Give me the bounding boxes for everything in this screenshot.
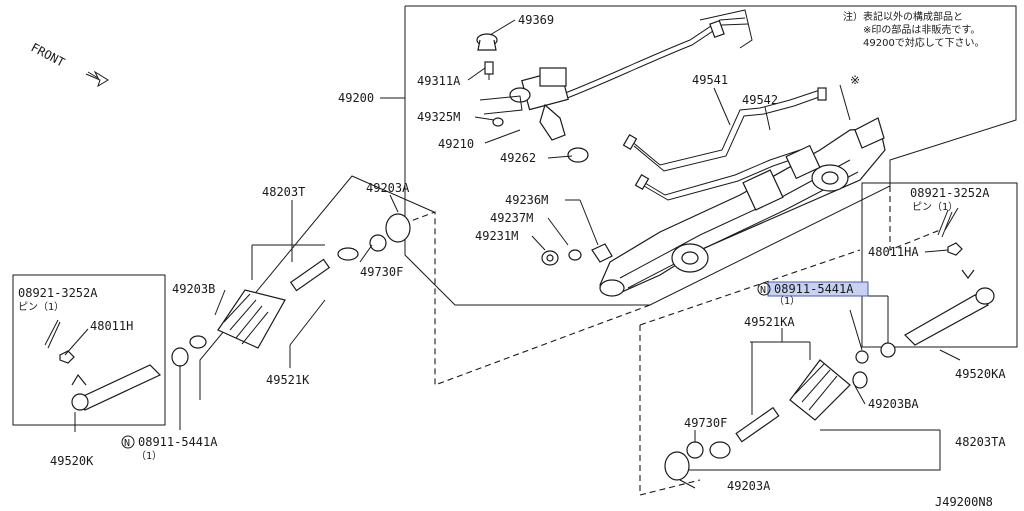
- right-tie-rod-end: [855, 209, 995, 364]
- label-49236M[interactable]: 49236M: [505, 193, 548, 207]
- svg-text:N: N: [124, 438, 130, 449]
- front-arrow-icon: [85, 70, 109, 88]
- left-tie-rod-end-box: [12, 274, 166, 426]
- label-48011H[interactable]: 48011H: [90, 319, 133, 333]
- label-48203T[interactable]: 48203T: [262, 185, 305, 199]
- label-49203B[interactable]: 49203B: [172, 282, 215, 296]
- label-49311A[interactable]: 49311A: [417, 74, 461, 88]
- rack-housing: [599, 117, 886, 297]
- label-49520KA[interactable]: 49520KA: [955, 367, 1006, 381]
- label-49231M[interactable]: 49231M: [475, 229, 518, 243]
- label-49369[interactable]: 49369: [518, 13, 554, 27]
- label-49203BA[interactable]: 49203BA: [868, 397, 919, 411]
- label-49210[interactable]: 49210: [438, 137, 474, 151]
- right-tie-rod-group: [664, 359, 941, 481]
- label-49521K[interactable]: 49521K: [266, 373, 310, 387]
- label-49521KA[interactable]: 49521KA: [744, 315, 795, 329]
- right-tie-rod-end-box: [861, 182, 1018, 348]
- left-tie-rod-group: [44, 175, 435, 411]
- diagram-code: J49200N8: [935, 495, 993, 509]
- label-49541[interactable]: 49541: [692, 73, 728, 87]
- label-49325M[interactable]: 49325M: [417, 110, 460, 124]
- n-symbol-icon-right: N: [757, 282, 771, 296]
- n-symbol-icon-left: N: [121, 435, 135, 449]
- label-48011HA[interactable]: 48011HA: [868, 245, 919, 259]
- svg-text:N: N: [760, 285, 766, 296]
- label-49730F-right[interactable]: 49730F: [684, 416, 727, 430]
- front-label: FRONT: [29, 40, 67, 69]
- label-49730F-left[interactable]: 49730F: [360, 265, 403, 279]
- highlighted-part-box: [767, 281, 869, 297]
- label-48203TA[interactable]: 48203TA: [955, 435, 1006, 449]
- note-line-1: 注）表記以外の構成部品と: [843, 10, 963, 23]
- label-qty-right: （1）: [774, 295, 800, 307]
- label-49520K[interactable]: 49520K: [50, 454, 94, 468]
- label-08921-3252A-left[interactable]: 08921-3252A: [18, 286, 98, 300]
- label-49237M[interactable]: 49237M: [490, 211, 533, 225]
- label-08921-3252A-right[interactable]: 08921-3252A: [910, 186, 990, 200]
- label-49262[interactable]: 49262: [500, 151, 536, 165]
- asterisk-mark: ※: [850, 73, 860, 87]
- mount-bushes: [541, 243, 613, 266]
- label-49203A-top[interactable]: 49203A: [366, 181, 410, 195]
- right-dashed-region: [889, 186, 941, 251]
- note-line-2: ※印の部品は非販売です。: [863, 23, 980, 36]
- label-49542[interactable]: 49542: [742, 93, 778, 107]
- assembly-outline: [404, 5, 1017, 306]
- label-49203A-bottom[interactable]: 49203A: [727, 479, 771, 493]
- pressure-lines: [559, 9, 827, 201]
- label-pin-right: ピン（1）: [912, 201, 958, 213]
- label-pin-left: ピン（1）: [18, 301, 64, 313]
- label-08911-5441A-left[interactable]: 08911-5441A: [138, 435, 218, 449]
- label-08911-5441A-right[interactable]: 08911-5441A: [774, 282, 854, 296]
- note-line-3: 49200で対応して下さい。: [863, 36, 985, 49]
- label-49200[interactable]: 49200: [338, 91, 374, 105]
- valve-assembly: [476, 33, 589, 163]
- label-qty-left: （1）: [136, 450, 162, 462]
- leader-lines: [64, 19, 961, 489]
